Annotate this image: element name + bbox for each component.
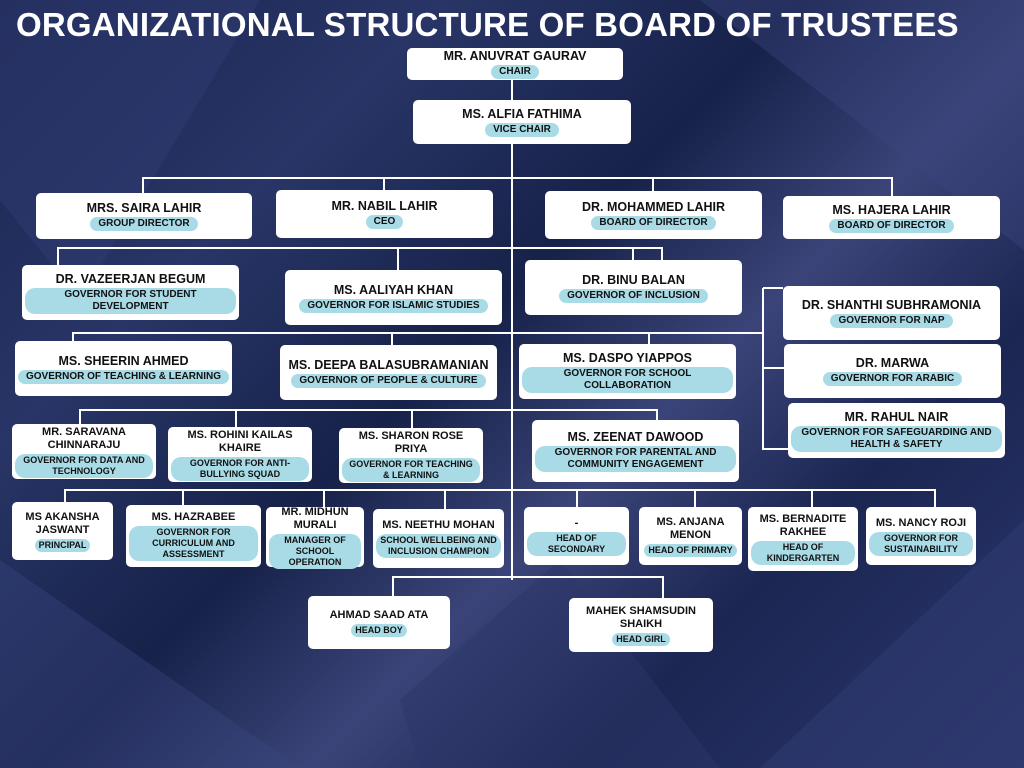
member-name: MS. BERNADITE RAKHEE [759, 513, 847, 538]
member-role: SCHOOL WELLBEING AND INCLUSION CHAMPION [376, 534, 501, 558]
member-name: MS. AALIYAH KHAN [333, 282, 454, 297]
member-name: MS. DASPO YIAPPOS [563, 350, 692, 365]
org-node[interactable]: MS. NEETHU MOHAN SCHOOL WELLBEING AND INC… [373, 509, 504, 568]
member-name: MS. SHEERIN AHMED [58, 353, 189, 368]
member-role: GOVERNOR FOR ISLAMIC STUDIES [299, 298, 488, 313]
org-node[interactable]: MS. ZEENAT DAWOOD GOVERNOR FOR PARENTAL A… [532, 420, 739, 482]
member-role: GOVERNOR FOR SCHOOL COLLABORATION [522, 366, 733, 393]
member-name: DR. MARWA [855, 356, 930, 370]
member-name: MS. SHARON ROSE PRIYA [358, 429, 464, 455]
member-role: GOVERNOR FOR CURRICULUM AND ASSESSMENT [129, 526, 258, 561]
member-role: PRINCIPAL [34, 538, 91, 552]
org-node[interactable]: DR. SHANTHI SUBHRAMONIA GOVERNOR FOR NAP [783, 286, 1000, 340]
member-role: HEAD OF SECONDARY [527, 531, 626, 556]
member-name: MS. ALFIA FATHIMA [462, 107, 582, 121]
member-name: MS. HAJERA LAHIR [832, 202, 951, 217]
member-role: GOVERNOR FOR SUSTAINABILITY [869, 531, 973, 556]
member-name: MAHEK SHAMSUDIN SHAIKH [586, 604, 696, 630]
member-name: MR. NABIL LAHIR [331, 199, 438, 213]
org-node[interactable]: - HEAD OF SECONDARY [524, 507, 629, 565]
member-role: GOVERNOR FOR NAP [830, 314, 953, 328]
member-role: BOARD OF DIRECTOR [829, 218, 954, 233]
member-role: BOARD OF DIRECTOR [591, 216, 716, 230]
member-name: MS. ANJANA MENON [656, 515, 725, 541]
member-role: VICE CHAIR [485, 123, 559, 137]
org-node[interactable]: MS. NANCY ROJI GOVERNOR FOR SUSTAINABILIT… [866, 507, 976, 565]
org-node[interactable]: MAHEK SHAMSUDIN SHAIKH HEAD GIRL [569, 598, 713, 652]
member-role: HEAD BOY [351, 623, 407, 637]
member-name: MS. ZEENAT DAWOOD [567, 430, 704, 444]
org-node[interactable]: MS. ANJANA MENON HEAD OF PRIMARY [639, 507, 742, 565]
member-name: DR. BINU BALAN [582, 272, 685, 287]
member-role: GOVERNOR OF PEOPLE & CULTURE [291, 373, 486, 388]
member-role: MANAGER OF SCHOOL OPERATION [269, 533, 361, 569]
org-node[interactable]: MS. ALFIA FATHIMA VICE CHAIR [413, 100, 631, 144]
member-name: MS. HAZRABEE [151, 511, 236, 523]
member-role: HEAD GIRL [612, 632, 670, 646]
member-name: AHMAD SAAD ATA [329, 608, 429, 621]
org-node[interactable]: MR. ANUVRAT GAURAV CHAIR [407, 48, 623, 80]
member-name: MS AKANSHA JASWANT [25, 510, 100, 536]
member-role: GOVERNOR FOR STUDENT DEVELOPMENT [25, 287, 236, 314]
org-node[interactable]: DR. MARWA GOVERNOR FOR ARABIC [784, 344, 1001, 398]
org-node[interactable]: DR. MOHAMMED LAHIR BOARD OF DIRECTOR [545, 191, 762, 239]
member-name: MRS. SAIRA LAHIR [86, 201, 202, 215]
member-name: - [574, 516, 579, 529]
member-name: MS. NANCY ROJI [875, 516, 967, 529]
member-role: GROUP DIRECTOR [90, 217, 198, 231]
org-node[interactable]: MRS. SAIRA LAHIR GROUP DIRECTOR [36, 193, 252, 239]
member-role: CEO [365, 215, 404, 229]
member-role: GOVERNOR OF INCLUSION [559, 288, 708, 303]
member-name: MS. DEEPA BALASUBRAMANIAN [288, 357, 489, 372]
member-name: MR. ANUVRAT GAURAV [443, 49, 587, 63]
member-name: MS. ROHINI KAILAS KHAIRE [187, 428, 293, 454]
member-role: HEAD OF KINDERGARTEN [751, 541, 855, 565]
member-role: CHAIR [491, 65, 539, 79]
member-role: HEAD OF PRIMARY [644, 543, 737, 557]
page-title: ORGANIZATIONAL STRUCTURE OF BOARD OF TRU… [16, 6, 959, 43]
member-role: GOVERNOR FOR SAFEGUARDING AND HEALTH & S… [791, 425, 1002, 452]
org-node[interactable]: MS. BERNADITE RAKHEE HEAD OF KINDERGARTEN [748, 507, 858, 571]
member-role: GOVERNOR FOR TEACHING & LEARNING [342, 457, 480, 482]
member-name: DR. SHANTHI SUBHRAMONIA [801, 298, 982, 312]
org-node[interactable]: AHMAD SAAD ATA HEAD BOY [308, 596, 450, 649]
member-role: GOVERNOR FOR ANTI-BULLYING SQUAD [171, 456, 309, 481]
member-role: GOVERNOR FOR ARABIC [822, 372, 963, 386]
member-role: GOVERNOR FOR PARENTAL AND COMMUNITY ENGA… [535, 446, 736, 472]
org-node[interactable]: MS. HAZRABEE GOVERNOR FOR CURRICULUM AND … [126, 505, 261, 567]
member-name: MR. RAHUL NAIR [844, 409, 949, 424]
member-role: GOVERNOR OF TEACHING & LEARNING [18, 369, 229, 384]
member-name: MR. SARAVANA CHINNARAJU [42, 425, 126, 451]
org-node[interactable]: MS AKANSHA JASWANT PRINCIPAL [12, 502, 113, 560]
member-name: DR. VAZEERJAN BEGUM [55, 271, 206, 286]
member-name: MR. MIDHUN MURALI [281, 505, 349, 531]
member-name: DR. MOHAMMED LAHIR [581, 200, 726, 214]
org-node[interactable]: MR. NABIL LAHIR CEO [276, 190, 493, 238]
member-role: GOVERNOR FOR DATA AND TECHNOLOGY [15, 453, 153, 478]
member-name: MS. NEETHU MOHAN [382, 519, 495, 531]
